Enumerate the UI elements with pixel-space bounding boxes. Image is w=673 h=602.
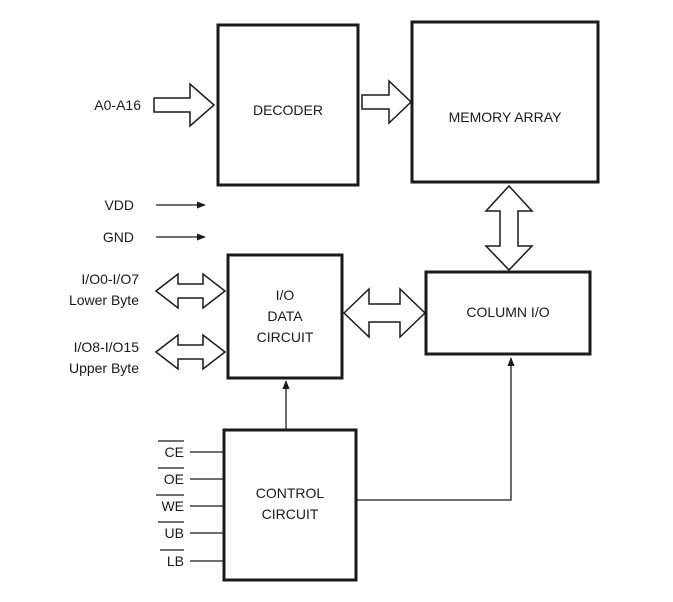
ub-label: UB [165,525,184,541]
io-lower-label-line2: Lower Byte [69,292,139,308]
memory-column-bus-arrow [484,184,534,272]
column-io-label: COLUMN I/O [466,304,549,320]
gnd-label: GND [103,229,134,245]
control-circuit-label-line1: CONTROL [256,485,325,501]
we-label: WE [161,498,184,514]
address-label: A0-A16 [94,97,141,113]
io-data-circuit-block [226,253,344,380]
control-to-column-wire [356,357,515,501]
io-upper-label-line1: I/O8-I/O15 [74,339,140,355]
io-upper-bus-arrow [154,333,227,371]
ce-label: CE [165,444,184,460]
decoder-to-memory-bus-arrow [361,79,413,125]
address-bus-arrow [153,82,216,128]
oe-label: OE [164,471,184,487]
io-data-circuit-label-line1: I/O [276,287,295,303]
io-lower-bus-arrow [154,272,227,310]
control-circuit-block [222,428,358,582]
io-upper-label-line2: Upper Byte [69,360,139,376]
decoder-label: DECODER [253,102,323,118]
io-lower-label-line1: I/O0-I/O7 [81,271,139,287]
lb-label: LB [167,553,184,569]
column-io-block [424,270,592,356]
memory-array-label: MEMORY ARRAY [449,109,562,125]
memory-array-block [410,20,600,184]
decoder-block [216,23,360,187]
io-column-bus-arrow [342,287,427,339]
io-data-circuit-label-line2: DATA [267,308,303,324]
vdd-label: VDD [104,197,134,213]
control-circuit-label-line2: CIRCUIT [262,506,319,522]
io-data-circuit-label-line3: CIRCUIT [257,329,314,345]
